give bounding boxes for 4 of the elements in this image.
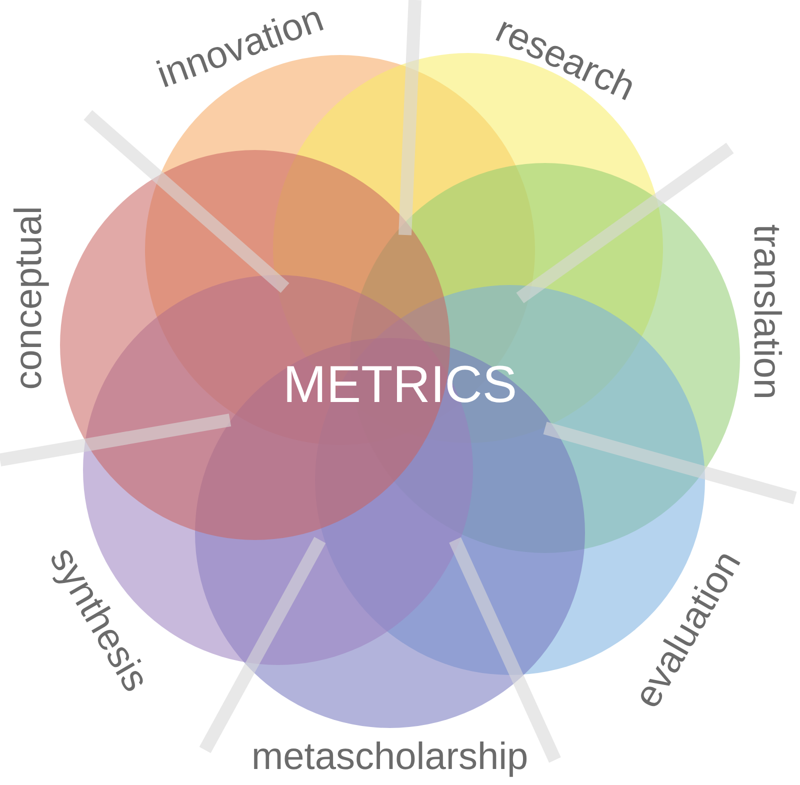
circle-label: translation bbox=[744, 224, 786, 400]
center-label: METRICS bbox=[283, 355, 517, 415]
circle-label: conceptual bbox=[9, 206, 51, 390]
circle-label: metascholarship bbox=[252, 737, 528, 779]
